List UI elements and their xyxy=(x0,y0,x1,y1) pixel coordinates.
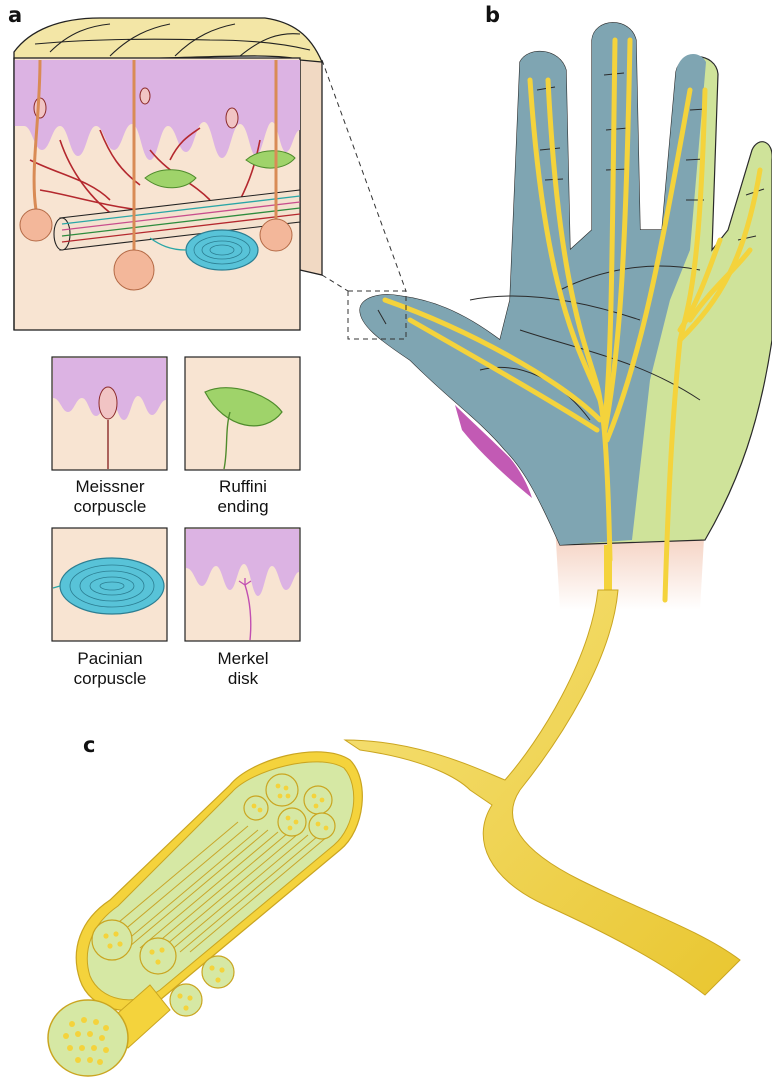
caption-meissner-line1: Meissner xyxy=(76,477,145,496)
nerve-illustration xyxy=(48,590,740,1076)
caption-ruffini-line1: Ruffini xyxy=(219,477,267,496)
inset-merkel xyxy=(185,528,300,641)
caption-merkel-line1: Merkel xyxy=(217,649,268,668)
caption-meissner-line2: corpuscle xyxy=(74,497,147,516)
inset-ruffini xyxy=(185,357,300,470)
panel-label-a: a xyxy=(8,3,22,27)
inset-pacinian xyxy=(52,528,167,641)
inset-meissner xyxy=(52,357,167,470)
caption-pacinian-line2: corpuscle xyxy=(74,669,147,688)
panel-label-c: c xyxy=(83,733,95,757)
hand-illustration xyxy=(360,23,772,610)
caption-pacinian-line1: Pacinian xyxy=(77,649,142,668)
skin-block xyxy=(14,18,322,330)
nerve-trunk xyxy=(345,590,740,995)
panel-label-b: b xyxy=(485,3,500,27)
caption-merkel-line2: disk xyxy=(228,669,259,688)
skin-block-side xyxy=(300,48,322,275)
exposed-fascicle-end xyxy=(48,1000,128,1076)
caption-ruffini-line2: ending xyxy=(217,497,268,516)
